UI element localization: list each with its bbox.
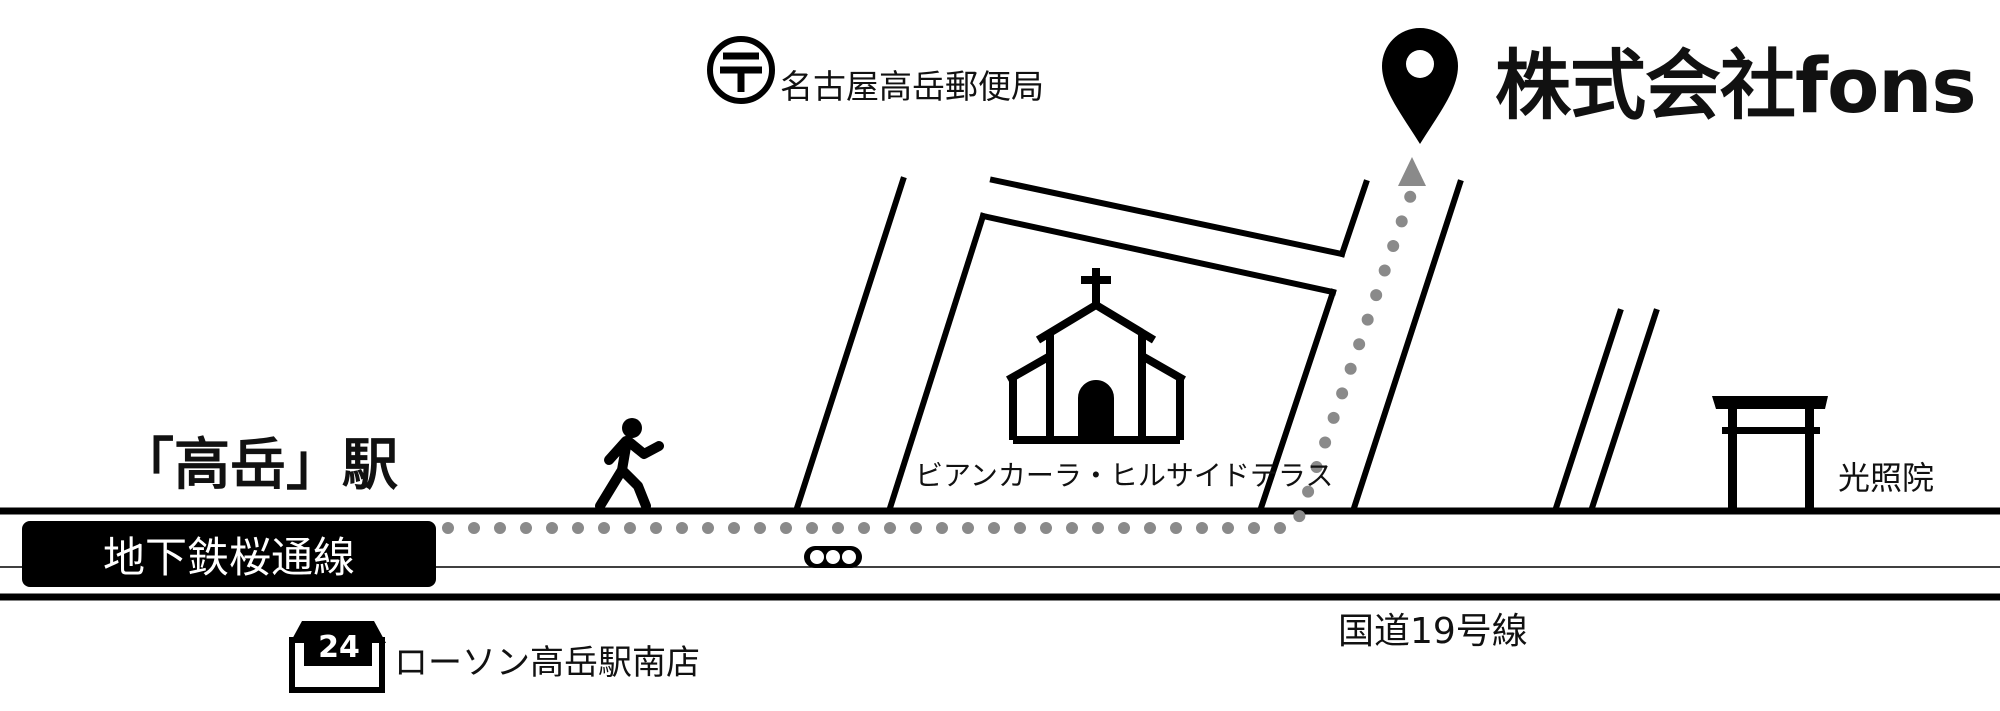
main-road-label: 国道19号線 [1338, 611, 1528, 652]
convenience-store-icon [289, 621, 386, 693]
subway-line-name: 地下鉄桜通線 [102, 532, 355, 582]
walking-person-icon [595, 418, 664, 511]
destination-name: 株式会社fons [1495, 41, 1977, 130]
post-office-label: 名古屋高岳郵便局 [780, 67, 1044, 106]
church-label: ビアンカーラ・ヒルサイドテラス [915, 459, 1334, 492]
side-streets [793, 176, 1660, 512]
subway-line-badge: 地下鉄桜通線 [22, 521, 436, 587]
church-icon [1006, 268, 1186, 444]
torii-gate-icon [1712, 396, 1828, 508]
route-arrow-icon [1398, 157, 1426, 186]
convenience-store-label: ローソン高岳駅南店 [394, 643, 700, 683]
location-pin-icon [1382, 28, 1458, 144]
post-office-icon [707, 36, 775, 104]
walking-route [442, 157, 1426, 534]
traffic-light-icon [804, 546, 862, 568]
station-name: 「高岳」駅 [118, 433, 398, 498]
store-hours-badge: 24 [318, 629, 360, 665]
temple-label: 光照院 [1838, 459, 1935, 497]
